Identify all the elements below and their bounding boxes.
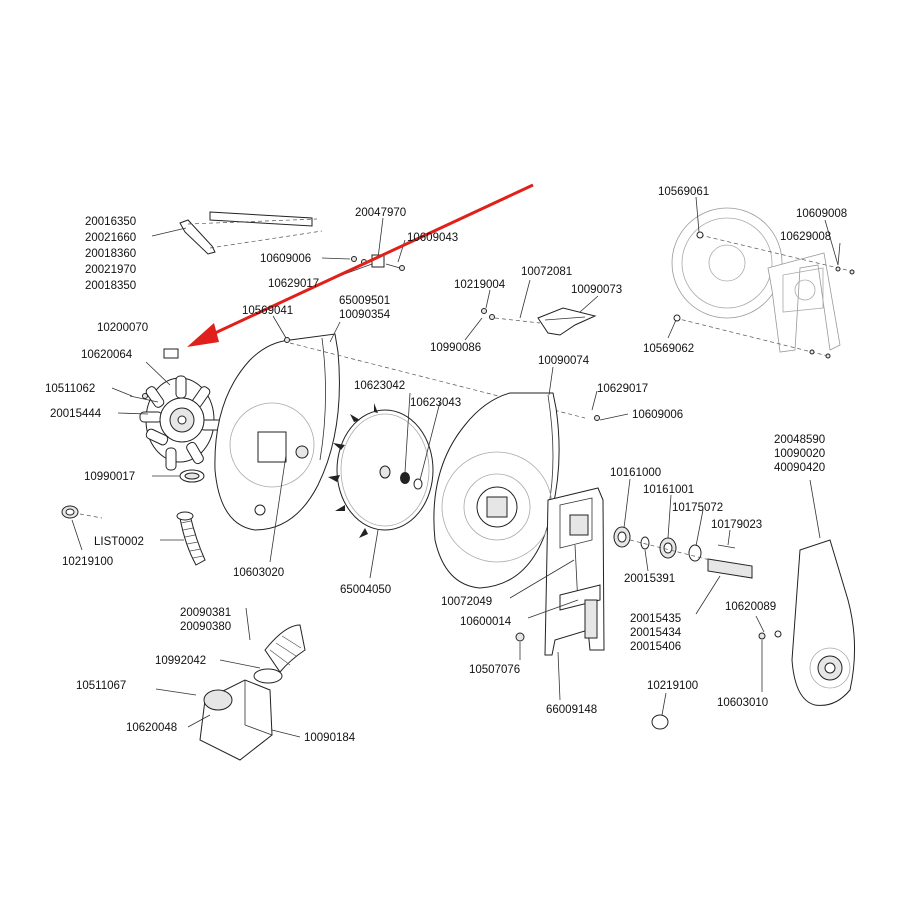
leader-lines bbox=[71, 196, 841, 738]
part-label: 10629017 bbox=[268, 278, 319, 290]
part-label: 20047970 bbox=[355, 207, 406, 219]
part-number-labels: 20016350 20021660 20018360 20021970 2001… bbox=[45, 186, 847, 744]
part-label: 10609006 bbox=[632, 409, 683, 421]
part-label: 10090074 bbox=[538, 355, 590, 367]
small-top-center-parts bbox=[481, 307, 597, 336]
part-label: 10600014 bbox=[460, 616, 512, 628]
part-label: 10620089 bbox=[725, 601, 776, 613]
part-label: 20018360 bbox=[85, 248, 136, 260]
part-label: 20016350 bbox=[85, 216, 136, 228]
part-label: 10990086 bbox=[430, 342, 481, 354]
part-label: 20015406 bbox=[630, 641, 681, 653]
part-label: 10620064 bbox=[81, 349, 133, 361]
part-label: 10629017 bbox=[597, 383, 648, 395]
part-label: 10603020 bbox=[233, 567, 284, 579]
part-label: 10603010 bbox=[717, 697, 768, 709]
rear-housing bbox=[214, 333, 586, 531]
part-label: 40090420 bbox=[774, 462, 825, 474]
part-label: 10090354 bbox=[339, 309, 391, 321]
part-label: 20090380 bbox=[180, 621, 231, 633]
belt-guard bbox=[651, 539, 855, 730]
part-label: 10569061 bbox=[658, 186, 709, 198]
shaft-bearings bbox=[613, 526, 753, 579]
part-label: 10219100 bbox=[62, 556, 113, 568]
part-label: 10090020 bbox=[774, 448, 825, 460]
motor-mount-stand bbox=[515, 487, 605, 656]
part-label: 10990017 bbox=[84, 471, 135, 483]
part-label: 65004050 bbox=[340, 584, 391, 596]
part-label: 10992042 bbox=[155, 655, 206, 667]
part-label: 10219100 bbox=[647, 680, 698, 692]
part-label: 66009148 bbox=[546, 704, 597, 716]
part-label: 10569062 bbox=[643, 343, 694, 355]
part-label: LIST0002 bbox=[94, 536, 144, 548]
part-label: 10569041 bbox=[242, 305, 293, 317]
part-label: 10072081 bbox=[521, 266, 572, 278]
part-label: 20015434 bbox=[630, 627, 682, 639]
part-label: 65009501 bbox=[339, 295, 390, 307]
impeller-disc bbox=[328, 403, 434, 538]
front-housing bbox=[433, 392, 600, 589]
bracket-hardware bbox=[351, 254, 405, 271]
part-label: 10623043 bbox=[410, 397, 461, 409]
part-label: 10623042 bbox=[354, 380, 405, 392]
part-label: 10072049 bbox=[441, 596, 492, 608]
discharge-hose-elbow bbox=[155, 624, 306, 761]
part-label: 10200070 bbox=[97, 322, 148, 334]
part-label: 10161000 bbox=[610, 467, 661, 479]
part-label: 10175072 bbox=[672, 502, 723, 514]
part-label: 20015391 bbox=[624, 573, 675, 585]
highlight-arrow bbox=[187, 183, 534, 347]
part-label: 20090381 bbox=[180, 607, 231, 619]
part-label: 10507076 bbox=[469, 664, 520, 676]
part-label: 20048590 bbox=[774, 434, 825, 446]
part-label: 20021660 bbox=[85, 232, 136, 244]
part-label: 10219004 bbox=[454, 279, 506, 291]
part-label: 10609043 bbox=[407, 232, 458, 244]
part-label: 20021970 bbox=[85, 264, 136, 276]
part-label: 10609008 bbox=[796, 208, 847, 220]
background-assembly-sketch bbox=[671, 207, 856, 359]
part-label: 10511062 bbox=[45, 383, 95, 395]
part-label: 10620048 bbox=[126, 722, 177, 734]
part-label: 10511067 bbox=[76, 680, 126, 692]
part-label: 10161001 bbox=[643, 484, 694, 496]
bracket-arms bbox=[179, 211, 323, 255]
part-label: 10179023 bbox=[711, 519, 762, 531]
part-label: 20015435 bbox=[630, 613, 681, 625]
fan-rotor bbox=[129, 348, 223, 471]
part-label: 20018350 bbox=[85, 280, 136, 292]
part-label: 10609006 bbox=[260, 253, 311, 265]
part-label: 20015444 bbox=[50, 408, 102, 420]
part-label: 10629008 bbox=[780, 231, 831, 243]
hose-and-clamp bbox=[61, 469, 206, 566]
part-label: 10090184 bbox=[304, 732, 356, 744]
part-label: 10090073 bbox=[571, 284, 622, 296]
